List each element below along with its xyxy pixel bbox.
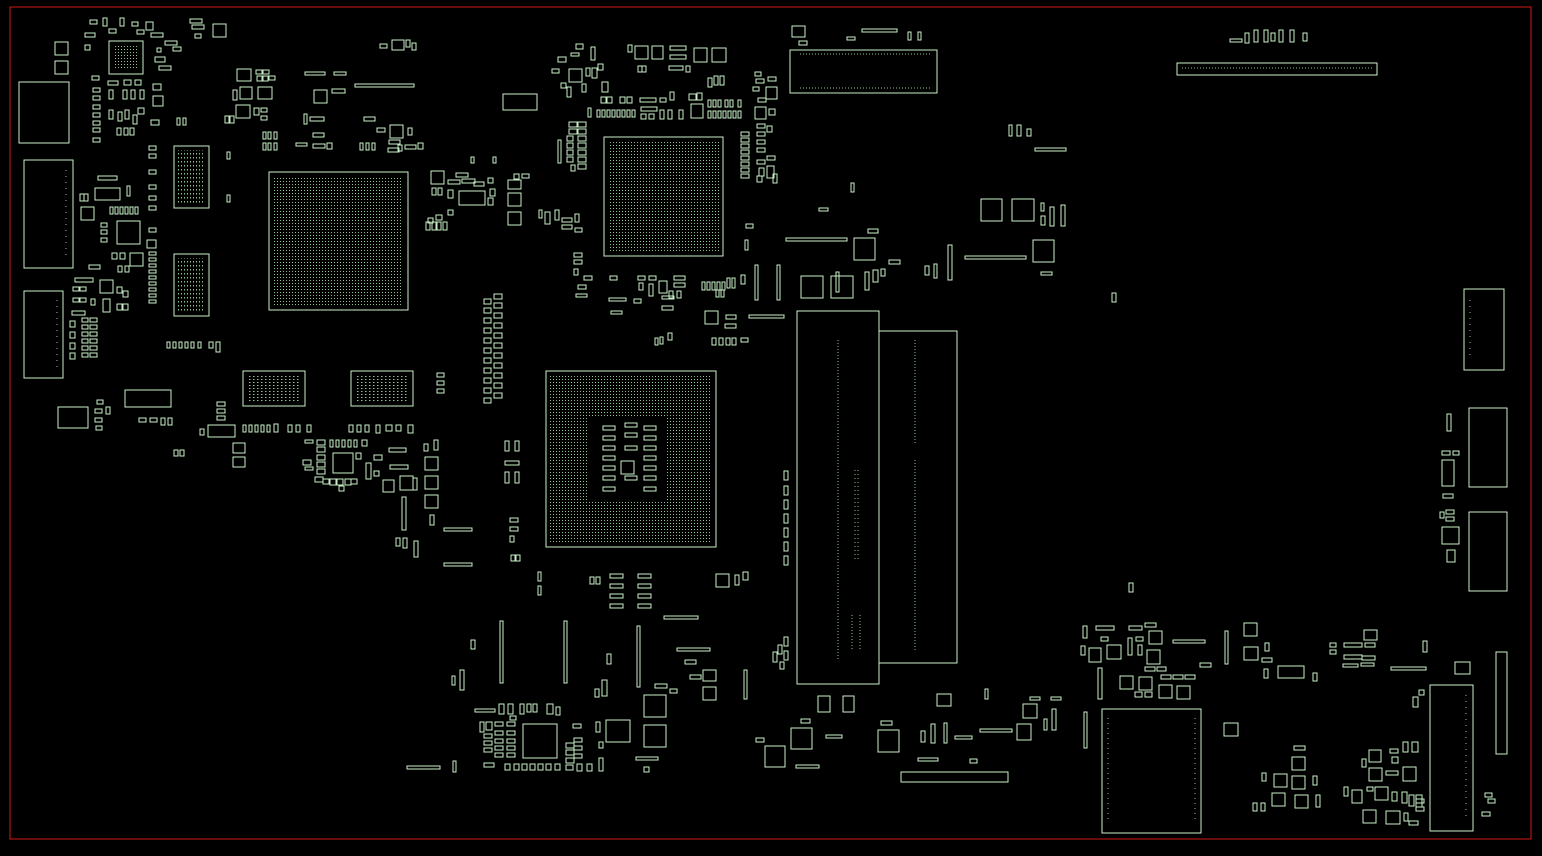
sodimm-slot-a[interactable] xyxy=(796,310,880,685)
sodimm-slot-b[interactable] xyxy=(878,330,958,664)
audio-jack-connector[interactable] xyxy=(1463,288,1505,371)
connector-strip-bottom[interactable] xyxy=(900,771,1009,783)
bga-chip-left[interactable] xyxy=(268,171,409,311)
usb-connector-top[interactable] xyxy=(18,81,70,144)
memory-chip-1[interactable] xyxy=(173,145,210,209)
memory-chip-4[interactable] xyxy=(350,370,414,407)
vga-connector[interactable] xyxy=(23,290,64,379)
memory-chip-3[interactable] xyxy=(242,370,306,407)
bga-chip-top-center[interactable] xyxy=(603,136,724,257)
hdmi-connector[interactable] xyxy=(23,159,74,269)
usb-connector-right-1[interactable] xyxy=(1468,407,1508,488)
passive-components xyxy=(54,17,1496,826)
qfn-chip-ec[interactable] xyxy=(522,723,558,759)
keyboard-connector[interactable] xyxy=(1176,62,1378,76)
qfn-chip-top-left[interactable] xyxy=(108,40,144,75)
qfn-chip-small-1[interactable] xyxy=(116,220,141,245)
dc-jack[interactable] xyxy=(1495,651,1508,755)
memory-chip-2[interactable] xyxy=(173,253,210,317)
battery-connector[interactable] xyxy=(1429,684,1474,832)
qfn-chip-small-2[interactable] xyxy=(332,452,354,474)
usb-connector-right-2[interactable] xyxy=(1468,511,1508,592)
lvds-connector[interactable] xyxy=(789,49,938,94)
bga-chip-cpu[interactable] xyxy=(545,370,717,548)
board-outline xyxy=(9,6,1532,840)
expresscard-connector[interactable] xyxy=(1101,708,1202,834)
